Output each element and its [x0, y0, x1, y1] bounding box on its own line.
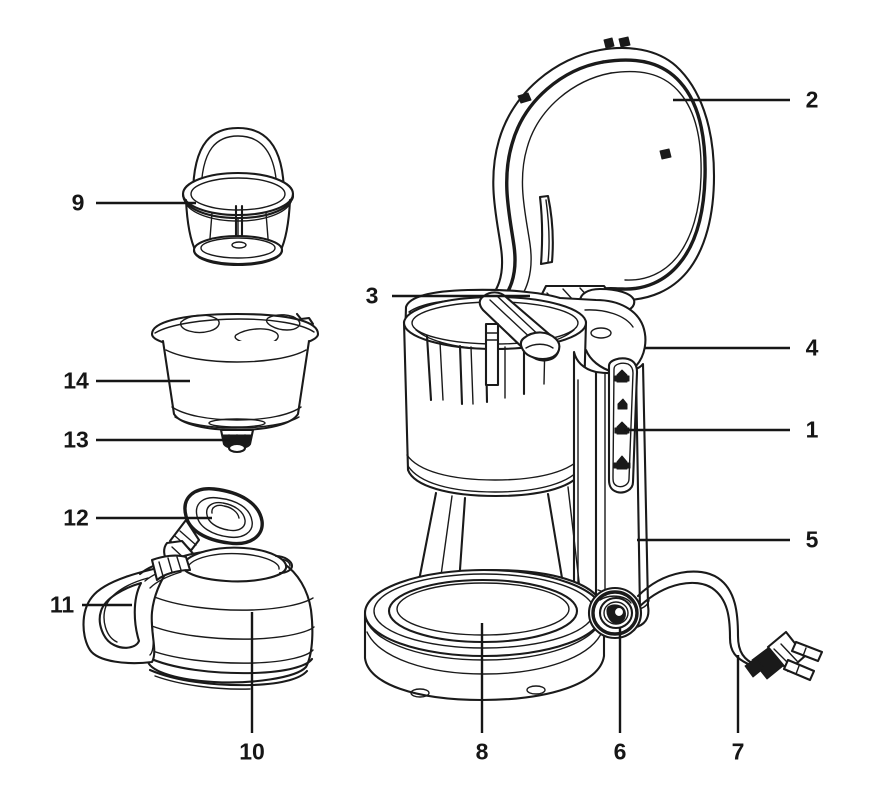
callout-number-6: 6 [613, 738, 627, 765]
part-power-switch [587, 586, 643, 640]
part-warming-plate [363, 568, 610, 702]
callout-number-3: 3 [365, 282, 379, 309]
callout-number-2: 2 [805, 86, 819, 113]
callout-number-14: 14 [63, 367, 89, 394]
part-power-cord-and-plug [636, 570, 824, 682]
callout-number-1: 1 [805, 416, 819, 443]
callout-number-13: 13 [63, 426, 89, 453]
part-water-level-indicator-window [607, 357, 639, 494]
part-drip-stop-valve [219, 428, 255, 454]
callout-number-10: 10 [239, 738, 265, 765]
part-carafe-handle [82, 554, 192, 665]
callout-number-9: 9 [71, 189, 85, 216]
callout-number-7: 7 [731, 738, 745, 765]
part-permanent-filter-basket [181, 126, 295, 267]
part-filter-holder [150, 312, 320, 432]
callout-number-8: 8 [475, 738, 489, 765]
power-plug [744, 630, 824, 682]
callout-number-11: 11 [49, 591, 75, 618]
part-glass-carafe [143, 546, 315, 690]
callout-number-4: 4 [805, 334, 819, 361]
callout-leader-lines [82, 98, 790, 733]
callout-number-5: 5 [805, 526, 819, 553]
callout-number-12: 12 [63, 504, 89, 531]
part-filter-basket-housing [402, 291, 588, 498]
